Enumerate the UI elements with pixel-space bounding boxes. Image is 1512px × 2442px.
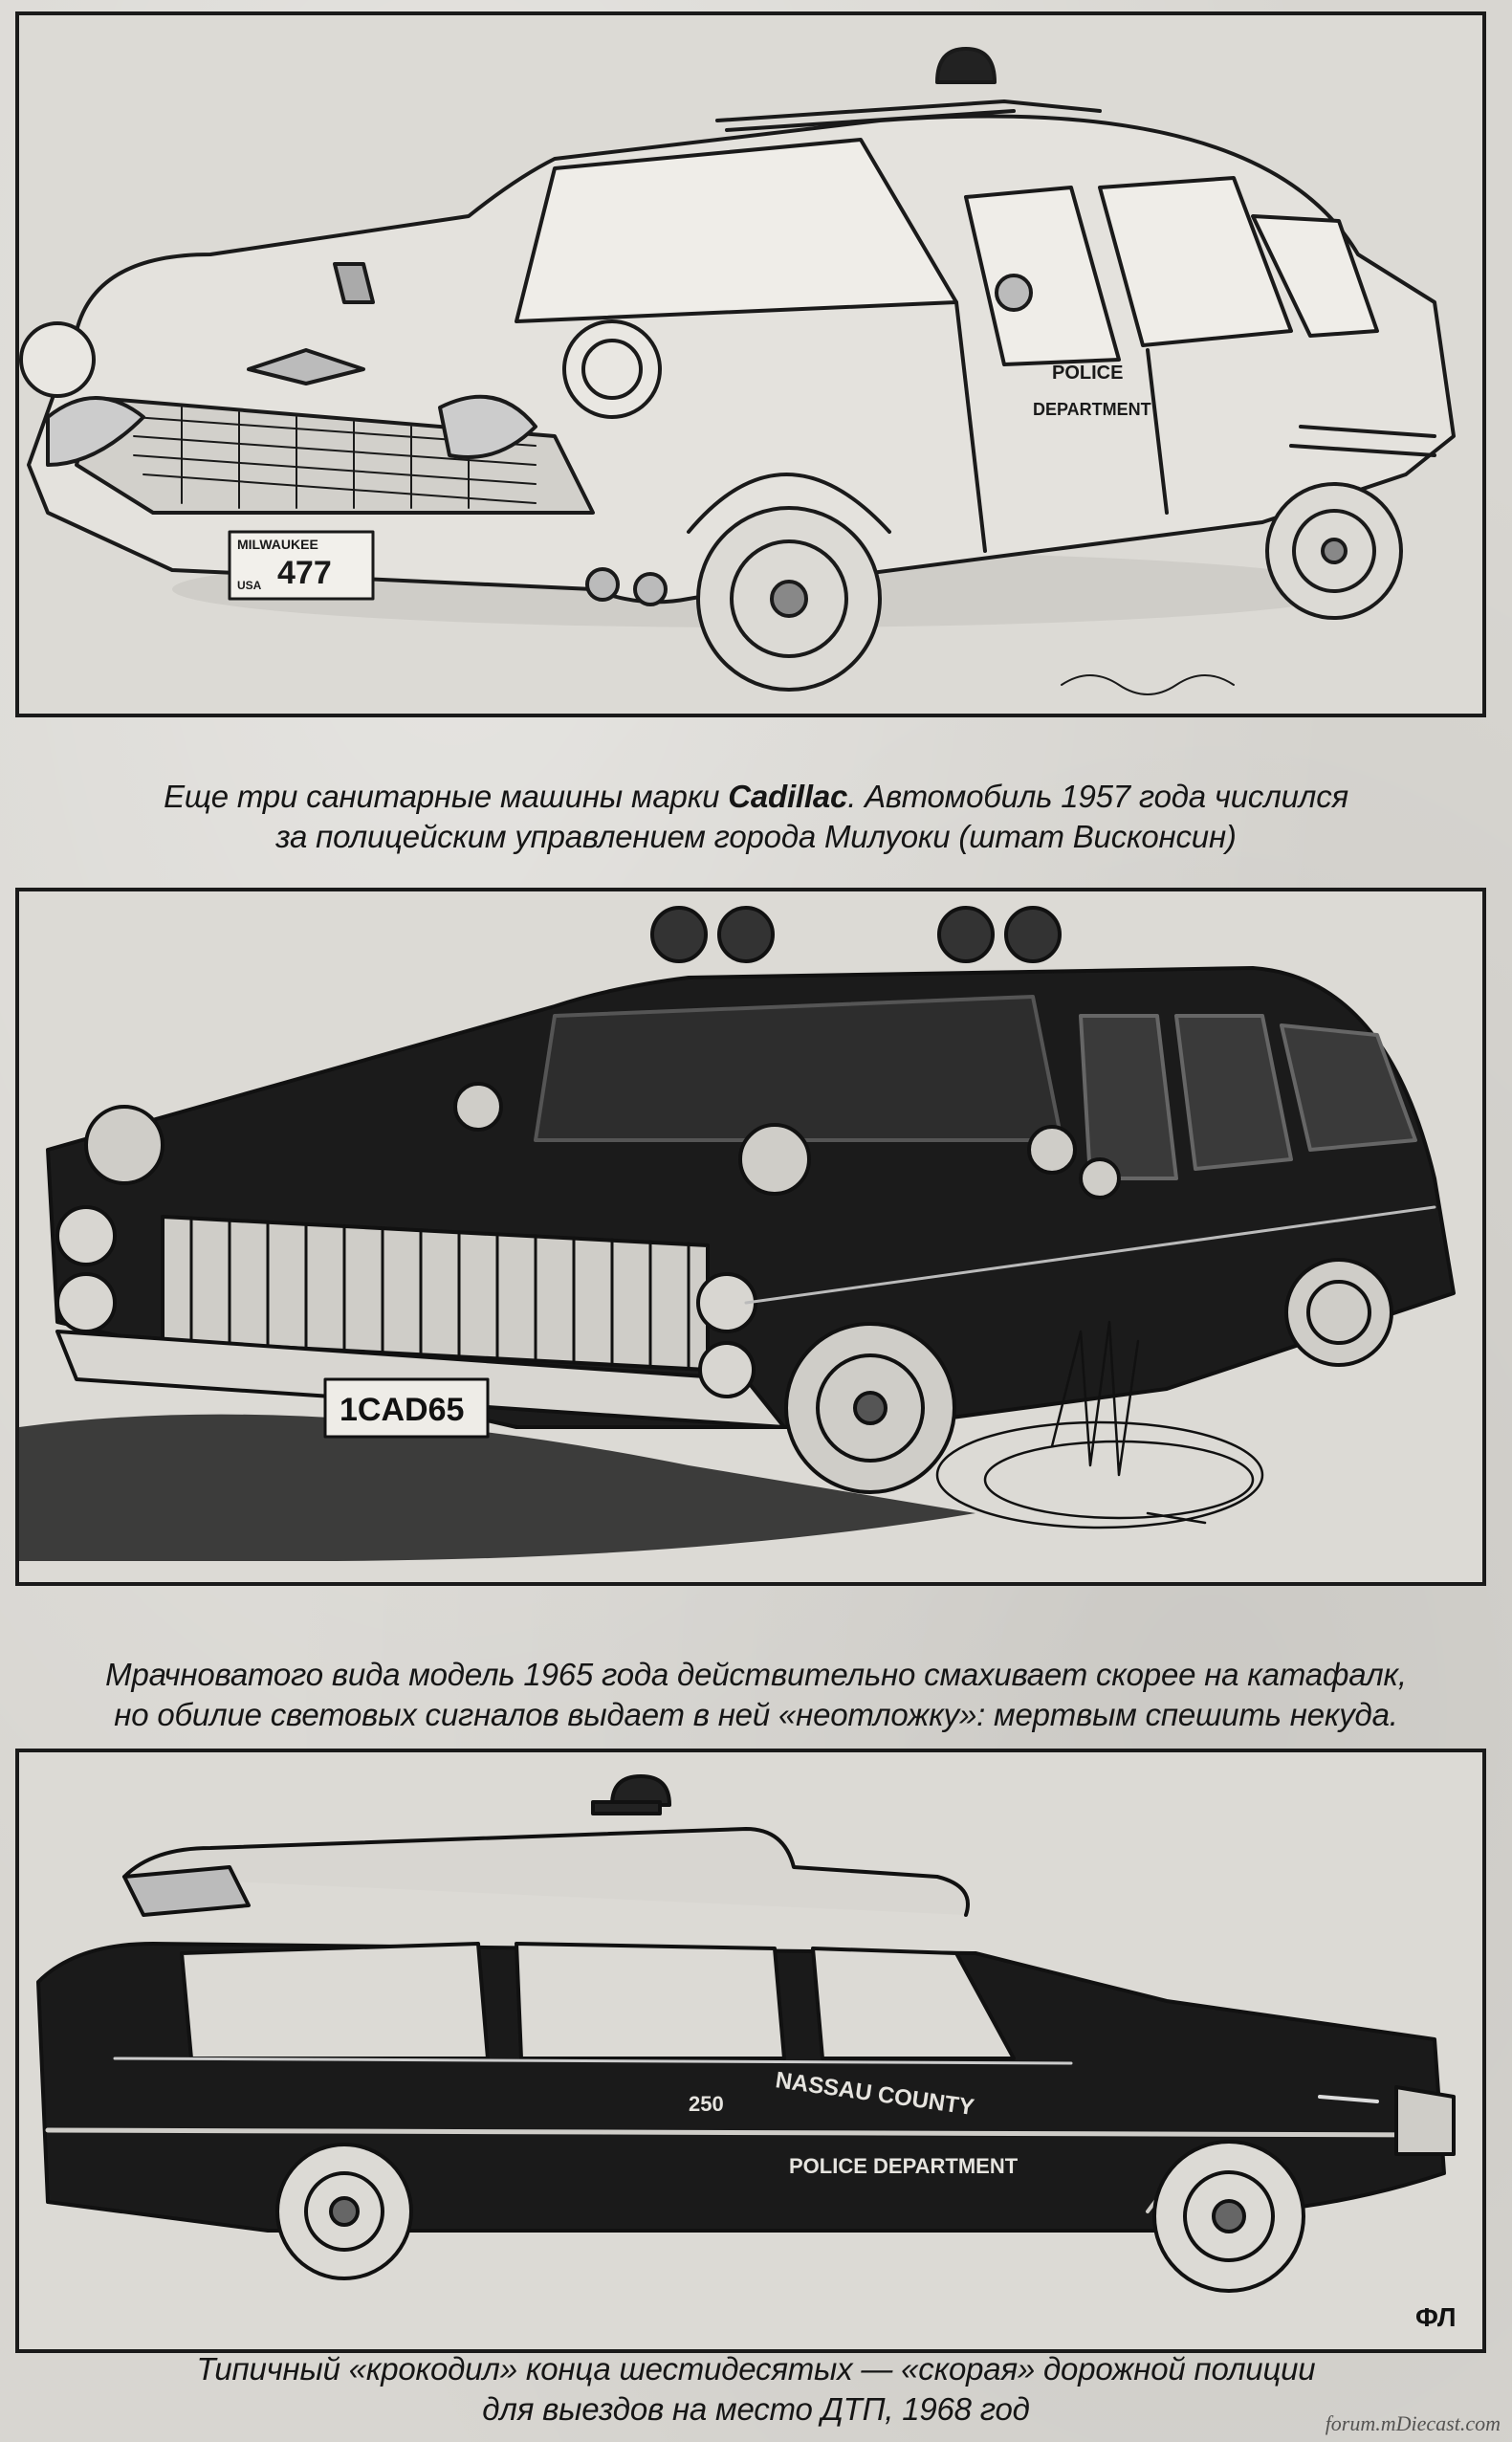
caption-1957-cadillac: Еще три санитарные машины марки Cadillac…: [0, 777, 1512, 857]
illustration-panel-1965-cadillac: 1CAD65: [15, 888, 1486, 1586]
door-text-police: POLICE: [1052, 363, 1123, 384]
caption-1968-line-2: для выездов на место ДТП, 1968 год: [482, 2391, 1030, 2427]
illustration-panel-1968-cadillac: NASSAU COUNTY 250 POLICE DEPARTMENT ФЛ: [15, 1749, 1486, 2353]
caption-1965-line-2: но обилие световых сигналов выдает в ней…: [114, 1697, 1398, 1732]
plate-number-1965: 1CAD65: [340, 1392, 464, 1428]
side-text-police-department: POLICE DEPARTMENT: [789, 2154, 1019, 2178]
door-text-department: DEPARTMENT: [1033, 400, 1151, 419]
caption-1968-line-1: Типичный «крокодил» конца шестидесятых —…: [196, 2351, 1316, 2387]
caption-1957-text-pre: Еще три санитарные машины марки: [164, 779, 729, 814]
caption-1957-line-1: Еще три санитарные машины марки Cadillac…: [0, 777, 1512, 817]
caption-1957-text-post: . Автомобиль 1957 года числился: [847, 779, 1348, 814]
car-illustration-1965: 1CAD65: [19, 906, 1456, 1561]
illustration-panel-1957-cadillac: POLICE DEPARTMENT MILWAUKEE 477 USA: [15, 11, 1486, 717]
car-illustration-1957: POLICE DEPARTMENT MILWAUKEE 477 USA: [19, 47, 1456, 695]
caption-1957-brand: Cadillac: [728, 779, 848, 814]
plate-number: 477: [277, 555, 332, 591]
side-unit-number: 250: [689, 2092, 724, 2116]
plate-state: MILWAUKEE: [237, 537, 318, 552]
plate-country: USA: [237, 579, 262, 592]
artist-monogram: ФЛ: [1415, 2302, 1456, 2332]
car-illustration-1968: NASSAU COUNTY 250 POLICE DEPARTMENT ФЛ: [36, 1774, 1456, 2332]
caption-1957-line-2: за полицейским управлением города Милуок…: [275, 819, 1237, 854]
caption-1968-cadillac: Типичный «крокодил» конца шестидесятых —…: [0, 2349, 1512, 2430]
caption-1965-line-1: Мрачноватого вида модель 1965 года дейст…: [105, 1657, 1407, 1692]
caption-1965-cadillac: Мрачноватого вида модель 1965 года дейст…: [0, 1655, 1512, 1735]
site-watermark: forum.mDiecast.com: [1325, 2411, 1501, 2435]
